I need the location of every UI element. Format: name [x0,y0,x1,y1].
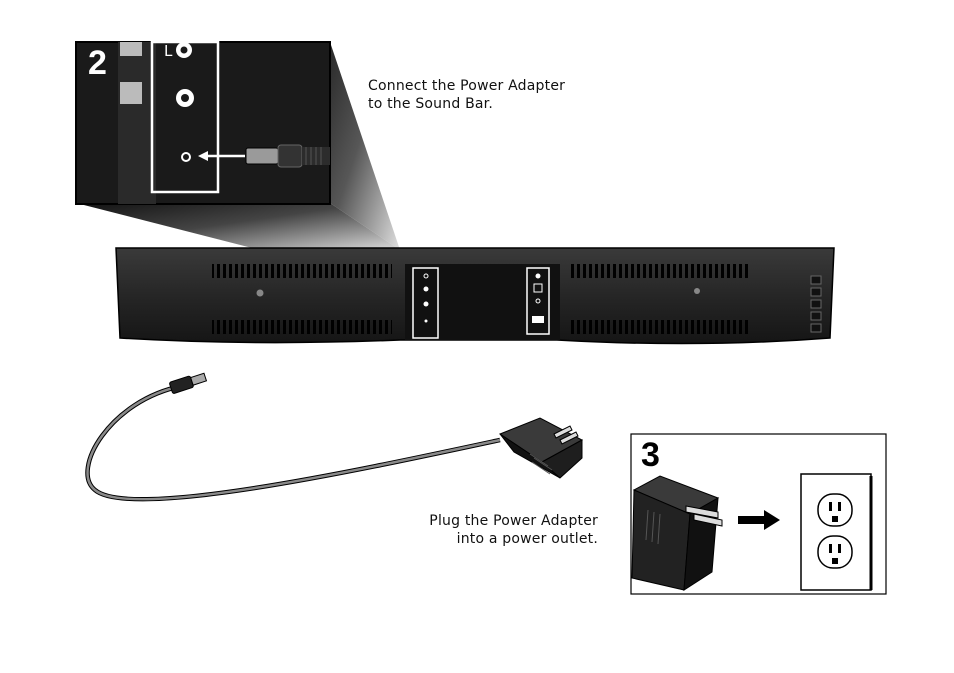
optical-usb-panel [526,267,550,335]
step2-caption-line1: Connect the Power Adapter [368,78,566,94]
port-cap-top [120,42,142,56]
step3-caption-line2: into a power outlet. [456,531,598,547]
jack-panel-outline [150,40,220,194]
power-adapter-with-cable [85,372,584,502]
wall-outlet [800,473,873,591]
step2-caption: Connect the Power Adapter to the Sound B… [368,77,565,113]
zoom-beam [76,42,400,250]
step2-number: 2 [88,44,107,82]
mount-hole-left [256,289,264,297]
sound-bar [115,247,835,345]
vent-top-right [570,264,748,278]
mount-hole-right [694,288,700,294]
outlet-receptacle-bottom [817,535,853,569]
vent-top-left [212,264,392,278]
wall-adapter [498,417,584,479]
step3-arrow [738,510,780,530]
power-jack [181,152,191,162]
input-panel [412,267,439,339]
step2-caption-line2: to the Sound Bar. [368,96,493,112]
step3-box [630,433,887,595]
jack-label-l: L [164,42,173,60]
step3-number: 3 [641,436,660,474]
vent-bottom-left [212,320,392,334]
side-buttons [810,275,822,333]
step3-caption: Plug the Power Adapter into a power outl… [380,512,598,548]
step3-adapter [631,475,723,591]
dc-plug-tip [245,147,279,165]
vent-bottom-right [570,320,748,334]
step2-inset: L [75,40,331,205]
port-cap-bottom [120,82,142,104]
outlet-receptacle-top [817,493,853,527]
step3-caption-line1: Plug the Power Adapter [429,513,598,529]
